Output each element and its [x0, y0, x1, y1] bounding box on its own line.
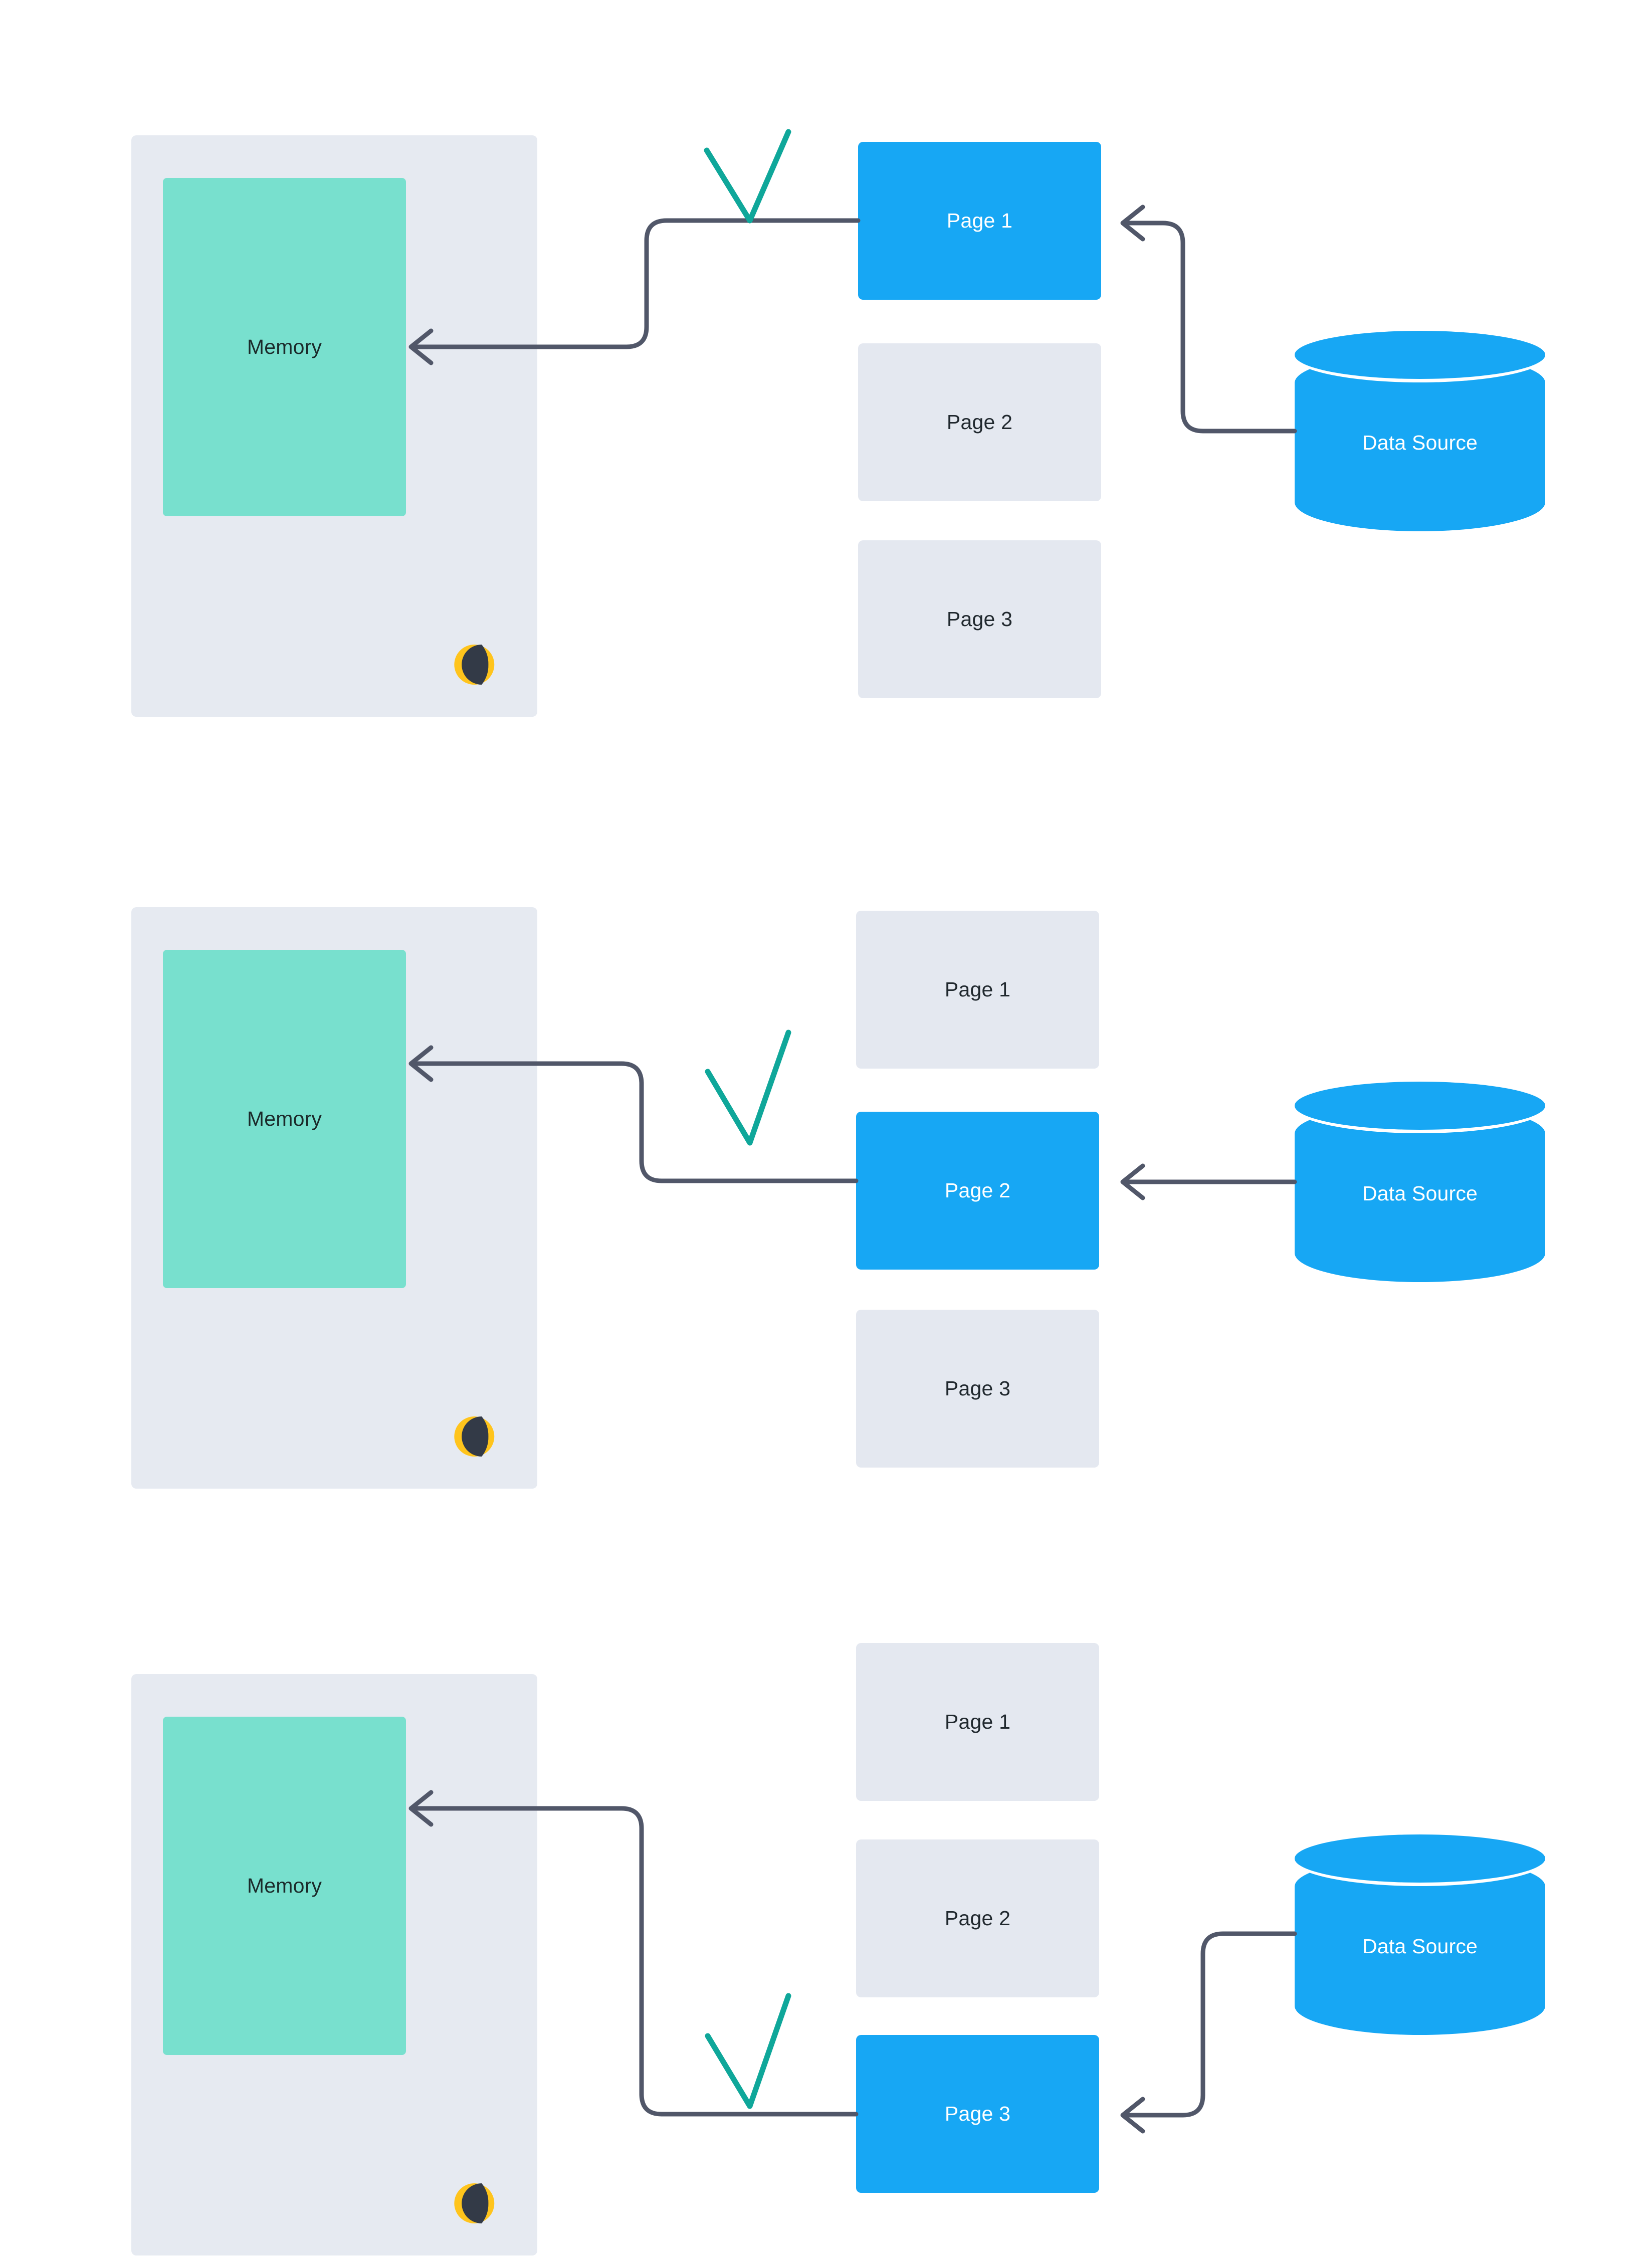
page-box-page-1[interactable]: Page 1 [856, 911, 1099, 1069]
flow-arrowhead-page1 [1120, 204, 1145, 242]
flow-arrowhead-page3 [1120, 2097, 1145, 2134]
memory-block[interactable] [163, 1717, 406, 2055]
page-label: Page 1 [944, 1710, 1011, 1733]
page-box-page-3[interactable]: Page 3 [856, 1310, 1099, 1468]
memory-label: Memory [247, 1874, 322, 1897]
memory-label: Memory [247, 1107, 322, 1130]
page-label: Page 3 [944, 1377, 1011, 1400]
cylinder-top-ellipse [1295, 1082, 1545, 1130]
page-box-page-1[interactable]: Page 1 [858, 142, 1101, 300]
data-source-label: Data Source [1362, 1181, 1478, 1205]
step-3-panel: Memory Page 1 Page 2 Page 3 Data Source [0, 1539, 1652, 2255]
page-label: Page 2 [946, 410, 1013, 434]
flow-datasource-to-page3 [1123, 1931, 1297, 2118]
flow-datasource-to-page1 [1123, 221, 1297, 434]
memory-block[interactable] [163, 178, 406, 516]
page-label: Page 1 [944, 978, 1011, 1001]
page-box-page-2[interactable]: Page 2 [856, 1839, 1099, 1997]
data-source-cylinder[interactable]: Data Source [1295, 1082, 1545, 1282]
memory-label: Memory [247, 335, 322, 358]
page-box-page-1[interactable]: Page 1 [856, 1643, 1099, 1801]
step-2-panel: Memory Page 1 Page 2 Page 3 Data Source [0, 772, 1652, 1489]
page-box-page-2[interactable]: Page 2 [856, 1112, 1099, 1270]
cylinder-body [1295, 1858, 1545, 2035]
cylinder-top-ellipse [1295, 1834, 1545, 1883]
cylinder-body [1295, 354, 1545, 531]
cylinder-top-ellipse [1295, 331, 1545, 379]
page-box-page-3[interactable]: Page 3 [858, 540, 1101, 698]
data-source-label: Data Source [1362, 431, 1478, 454]
step-1-panel: Memory Page 1 Page 2 Page 3 Data Source [0, 0, 1652, 717]
data-source-cylinder[interactable]: Data Source [1295, 1834, 1545, 2035]
page-box-page-2[interactable]: Page 2 [858, 343, 1101, 501]
page-label: Page 2 [944, 1179, 1011, 1202]
brand-logo-icon [454, 633, 507, 696]
flow-arrowhead-page2 [1120, 1163, 1145, 1200]
checkmark-icon [704, 129, 791, 224]
brand-logo-icon [454, 1405, 507, 1468]
data-source-label: Data Source [1362, 1934, 1478, 1958]
page-label: Page 3 [944, 2102, 1011, 2125]
page-label: Page 3 [946, 607, 1013, 631]
page-box-page-3[interactable]: Page 3 [856, 2035, 1099, 2193]
memory-block[interactable] [163, 950, 406, 1288]
data-source-cylinder[interactable]: Data Source [1295, 331, 1545, 531]
cylinder-body [1295, 1105, 1545, 1282]
checkmark-icon [705, 1030, 791, 1146]
brand-logo-icon [454, 2172, 507, 2235]
page-label: Page 2 [944, 1907, 1011, 1930]
checkmark-icon [705, 1993, 791, 2109]
page-label: Page 1 [946, 209, 1013, 232]
